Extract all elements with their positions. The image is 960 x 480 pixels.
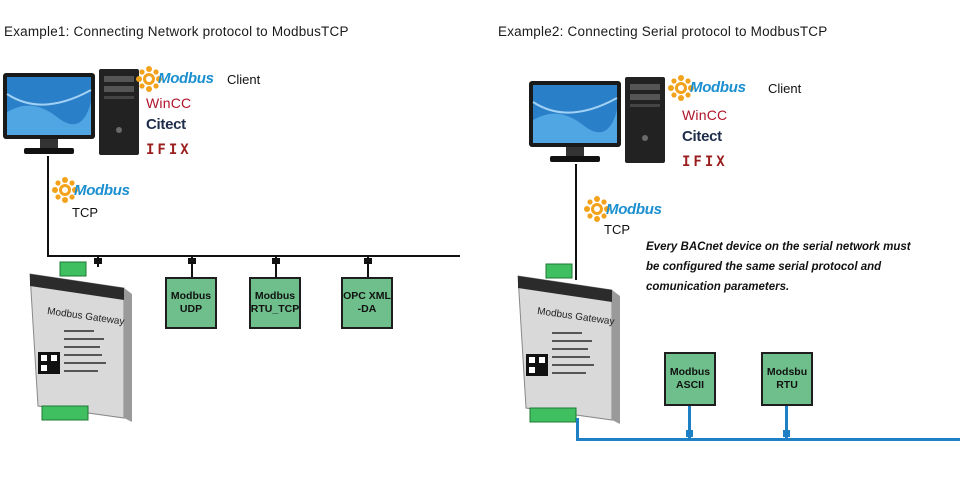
modbus-logo-icon bbox=[584, 196, 610, 222]
node-line2: RTU_TCP bbox=[250, 303, 300, 315]
wincc-logo: WinCC bbox=[682, 107, 728, 123]
ifix-logo: IFIX bbox=[146, 142, 192, 158]
client-modbus-label: Modbus bbox=[690, 79, 746, 96]
modbus-logo-icon bbox=[136, 66, 162, 92]
pc-tower-icon bbox=[625, 77, 665, 163]
node-opc-xml-da: OPC XML-DA bbox=[341, 277, 393, 329]
modbus-logo-icon bbox=[52, 177, 78, 203]
pc-tower-icon bbox=[99, 69, 139, 155]
link-modbus-label: Modbus bbox=[606, 201, 662, 218]
bus-connector bbox=[783, 430, 790, 437]
gateway-device-icon bbox=[517, 263, 620, 424]
modbus-logo-icon bbox=[668, 75, 694, 101]
note-line: be configured the same serial protocol a… bbox=[646, 261, 882, 273]
gateway-device-icon bbox=[29, 261, 132, 422]
bus-connector bbox=[686, 430, 693, 437]
client-label: Client bbox=[768, 81, 802, 96]
node-line1: Modbus bbox=[170, 290, 212, 302]
serial-network-note: Every BACnet device on the serial networ… bbox=[646, 237, 911, 297]
pc-monitor-icon bbox=[3, 73, 95, 154]
node-line2: ASCII bbox=[675, 379, 704, 391]
link-tcp-label: TCP bbox=[72, 205, 98, 220]
pc-link-line bbox=[575, 164, 577, 280]
node-line1: Modbus bbox=[669, 366, 711, 378]
node-line1: Modbus bbox=[254, 290, 296, 302]
ifix-logo: IFIX bbox=[682, 154, 728, 170]
note-line: Every BACnet device on the serial networ… bbox=[646, 241, 911, 253]
bus-connector bbox=[188, 258, 196, 264]
example2-title: Example2: Connecting Serial protocol to … bbox=[498, 24, 828, 39]
serial-drop bbox=[688, 404, 691, 440]
citect-logo: Citect bbox=[146, 116, 186, 133]
node-line1: OPC XML bbox=[343, 290, 391, 302]
wincc-logo: WinCC bbox=[146, 95, 192, 111]
node-line2: UDP bbox=[179, 303, 203, 315]
node-line1: Modsbu bbox=[766, 366, 808, 378]
citect-logo: Citect bbox=[682, 128, 722, 145]
serial-bus bbox=[576, 438, 960, 441]
ethernet-bus bbox=[47, 255, 460, 257]
example1-title: Example1: Connecting Network protocol to… bbox=[4, 24, 349, 39]
node-drop bbox=[275, 255, 277, 277]
node-drop bbox=[191, 255, 193, 277]
pc-link-line bbox=[47, 156, 49, 256]
link-modbus-label: Modbus bbox=[74, 182, 130, 199]
node-drop bbox=[367, 255, 369, 277]
pc-monitor-icon bbox=[529, 81, 621, 162]
client-modbus-label: Modbus bbox=[158, 70, 214, 87]
bus-connector bbox=[364, 258, 372, 264]
node-line2: RTU bbox=[776, 379, 798, 391]
bus-connector bbox=[272, 258, 280, 264]
serial-drop bbox=[576, 418, 579, 440]
serial-drop bbox=[785, 404, 788, 440]
link-tcp-label: TCP bbox=[604, 222, 630, 237]
client-label: Client bbox=[227, 72, 261, 87]
node-line2: -DA bbox=[357, 303, 377, 315]
bus-connector bbox=[94, 258, 102, 264]
note-line: comunication parameters. bbox=[646, 281, 790, 293]
